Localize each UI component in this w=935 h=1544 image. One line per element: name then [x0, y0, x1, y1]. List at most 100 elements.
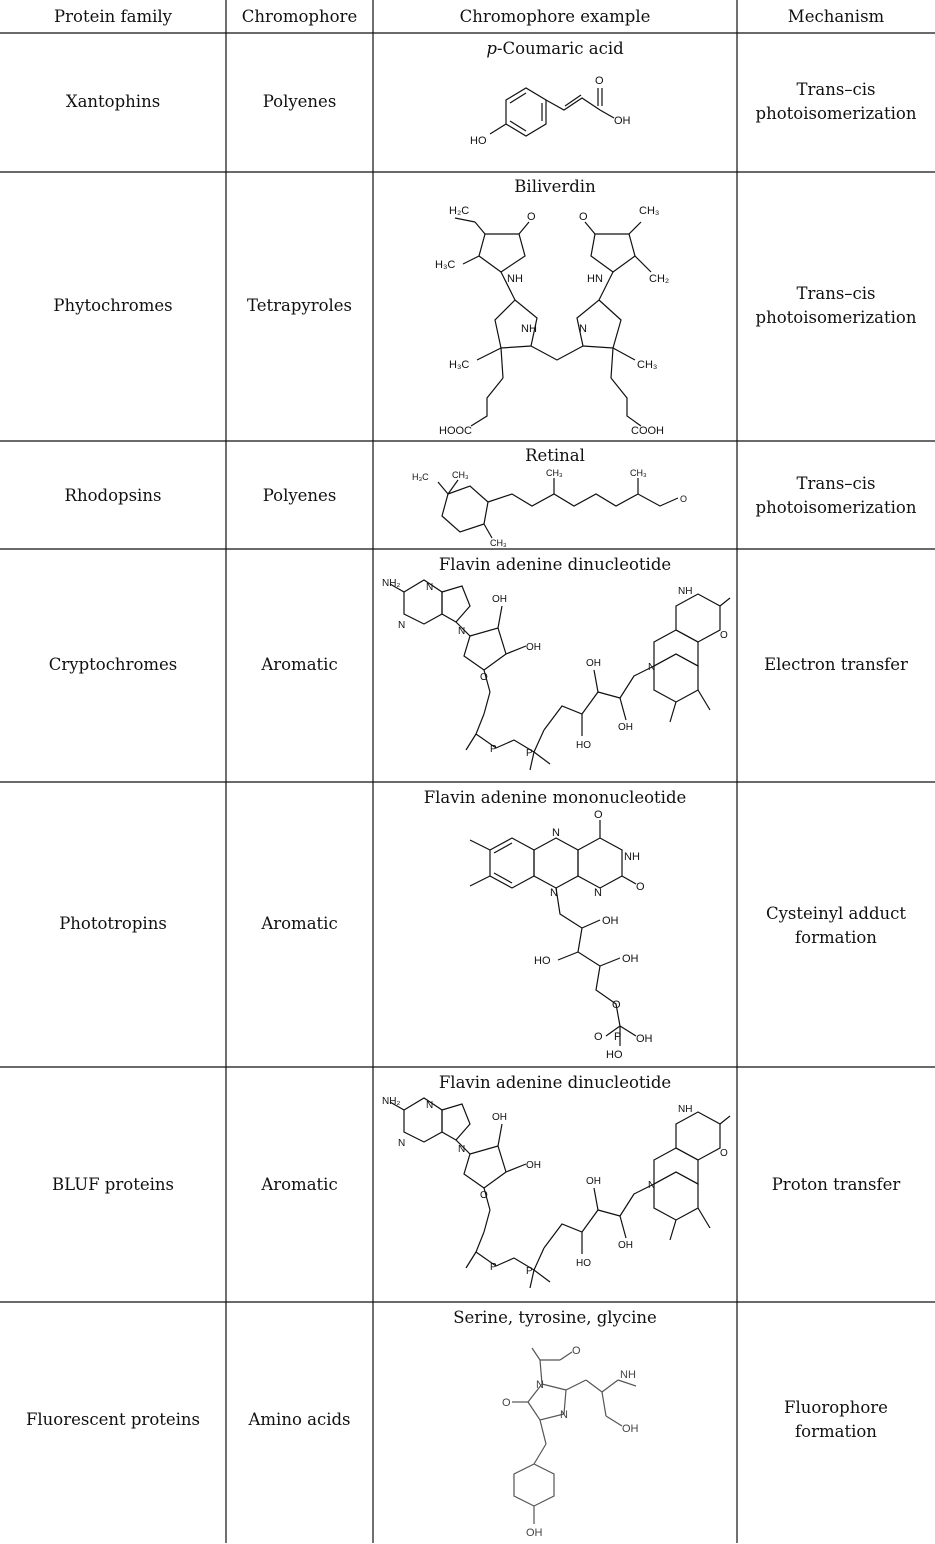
atom-label: O [579, 211, 588, 223]
retinal-structure: H₃C CH₃ CH₃ CH₃ CH₃ O [408, 468, 708, 548]
cell-family: Xantophins [65, 92, 161, 111]
atom-label: OH [586, 1176, 601, 1187]
atom-label: N [579, 323, 587, 335]
cell-mechanism-line1: Trans–cis [796, 80, 876, 99]
fmn-structure: O NH O N N N OH HO OH O O P OH HO [450, 809, 690, 1064]
atom-label: H₂C [449, 205, 469, 217]
atom-label: O [680, 494, 687, 504]
header-chromophore: Chromophore [241, 7, 358, 26]
atom-label: P [526, 1266, 533, 1277]
fad-structure: NH₂ N N N OH OH O P P OH OH HO N NH O [380, 1096, 734, 1298]
atom-label: N [648, 662, 655, 673]
atom-label: CH₃ [452, 470, 469, 480]
atom-label: OH [614, 115, 631, 127]
atom-label: H₃C [435, 259, 455, 271]
atom-label: P [526, 748, 533, 759]
cell-family: Phytochromes [53, 296, 173, 315]
coumaric-acid-structure: O OH HO [460, 62, 640, 168]
atom-label: HO [534, 955, 551, 967]
atom-label: O [502, 1397, 511, 1409]
atom-label: O [527, 211, 536, 223]
cell-family: BLUF proteins [52, 1175, 174, 1194]
atom-label: H₃C [449, 359, 469, 371]
header-chromophore-example: Chromophore example [459, 7, 651, 26]
atom-label: OH [622, 1423, 639, 1435]
cell-mechanism-line2: formation [795, 928, 877, 947]
atom-label: OH [622, 953, 639, 965]
atom-label: N [426, 1100, 433, 1111]
atom-label: P [614, 1031, 621, 1043]
cell-mechanism-line1: Cysteinyl adduct [765, 904, 907, 923]
atom-label: NH [678, 1104, 692, 1115]
cell-chromophore: Polyenes [262, 486, 337, 505]
atom-label: NH [521, 323, 537, 335]
atom-label: N [458, 626, 465, 637]
atom-label: CH₃ [639, 205, 659, 217]
atom-label: HO [470, 135, 487, 147]
atom-label: N [594, 887, 602, 899]
atom-label: NH [507, 273, 523, 285]
atom-label: NH [624, 851, 640, 863]
example-italic-prefix: p [486, 39, 497, 58]
cell-mechanism-line1: Fluorophore [784, 1398, 888, 1417]
example-name-rest: -Coumaric acid [496, 39, 624, 58]
atom-label: CH₃ [546, 468, 563, 478]
atom-label: P [490, 744, 497, 755]
header-mechanism: Mechanism [787, 7, 885, 26]
atom-label: OH [526, 642, 541, 653]
atom-label: OH [618, 1240, 633, 1251]
atom-label: HO [606, 1049, 623, 1061]
atom-label: CH₃ [490, 538, 507, 548]
cell-family: Rhodopsins [64, 486, 162, 505]
atom-label: OH [492, 1112, 507, 1123]
cell-example-name: Biliverdin [514, 177, 596, 196]
atom-label: O [612, 999, 621, 1011]
atom-label: OH [602, 915, 619, 927]
cell-chromophore: Tetrapyroles [246, 296, 353, 315]
atom-label: O [480, 672, 488, 683]
biliverdin-structure: H₂C CH₃ H₃C O O NH HN CH₂ NH N H₃C CH₃ H… [435, 200, 685, 438]
atom-label: O [720, 630, 728, 641]
atom-label: HOOC [439, 425, 472, 437]
cell-family: Cryptochromes [48, 655, 178, 674]
cell-mechanism: Proton transfer [771, 1175, 901, 1194]
cell-example-name: Serine, tyrosine, glycine [453, 1308, 657, 1327]
gfp-chromophore-structure: O O N N NH OH OH [490, 1340, 660, 1540]
atom-label: O [636, 881, 645, 893]
atom-label: OH [586, 658, 601, 669]
atom-label: HO [576, 1258, 591, 1269]
cell-mechanism-line2: formation [795, 1422, 877, 1441]
atom-label: CH₃ [630, 468, 647, 478]
atom-label: O [480, 1190, 488, 1201]
cell-mechanism: Electron transfer [764, 655, 908, 674]
cell-example-name: Flavin adenine mononucleotide [423, 788, 687, 807]
atom-label: N [550, 887, 558, 899]
atom-label: COOH [631, 425, 664, 437]
atom-label: O [572, 1345, 581, 1357]
cell-chromophore: Aromatic [261, 655, 338, 674]
atom-label: O [595, 75, 604, 87]
atom-label: NH [620, 1369, 636, 1381]
fad-structure: NH₂ N N N OH OH O P P OH OH HO N NH O [380, 578, 734, 780]
cell-example-name: Flavin adenine dinucleotide [438, 1073, 672, 1092]
atom-label: O [594, 809, 603, 821]
atom-label: OH [618, 722, 633, 733]
cell-mechanism-line1: Trans–cis [796, 474, 876, 493]
cell-mechanism-line2: photoisomerization [755, 104, 917, 123]
atom-label: N [552, 827, 560, 839]
atom-label: CH₂ [649, 273, 669, 285]
atom-label: P [490, 1262, 497, 1273]
header-protein-family: Protein family [54, 7, 172, 26]
cell-chromophore: Aromatic [261, 914, 338, 933]
atom-label: N [426, 582, 433, 593]
atom-label: OH [526, 1527, 543, 1539]
atom-label: N [458, 1144, 465, 1155]
atom-label: N [536, 1379, 544, 1391]
atom-label: O [720, 1148, 728, 1159]
atom-label: HO [576, 740, 591, 751]
cell-chromophore: Amino acids [248, 1410, 351, 1429]
atom-label: N [398, 620, 405, 631]
cell-example-name: Flavin adenine dinucleotide [438, 555, 672, 574]
